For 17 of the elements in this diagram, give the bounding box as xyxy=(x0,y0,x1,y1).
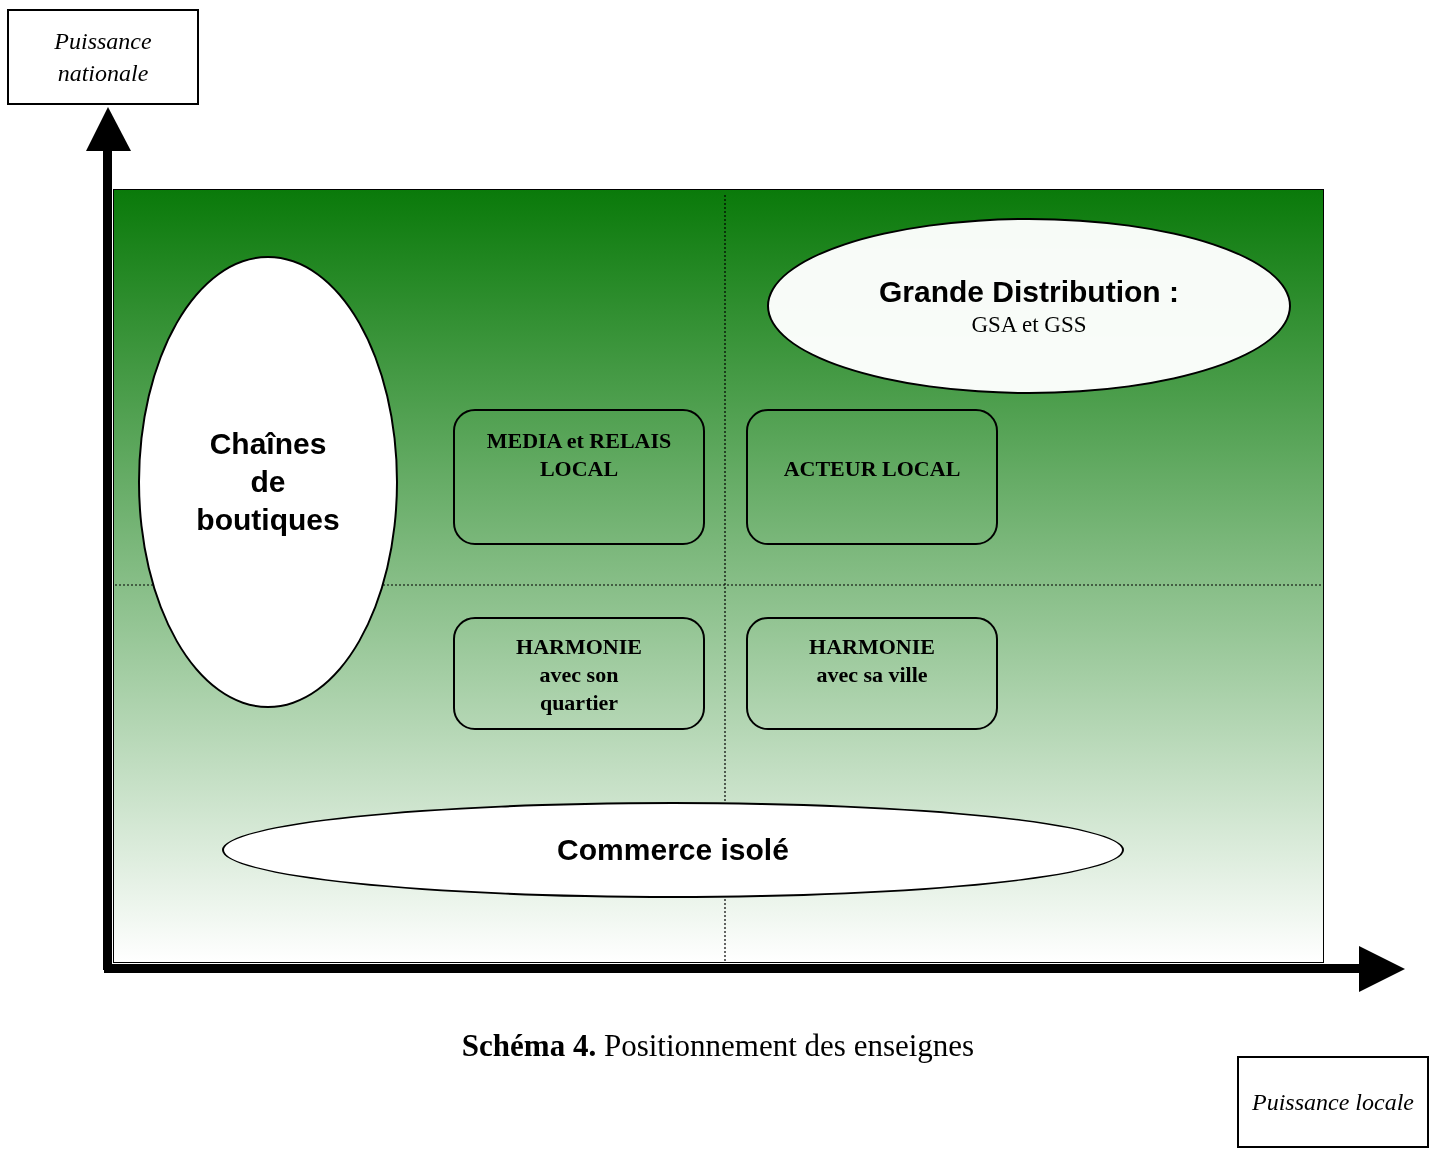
bubble-subtitle: GSA et GSS xyxy=(971,311,1087,339)
axis-label-box xyxy=(1237,1056,1429,1148)
box-label: MEDIA et RELAIS LOCAL xyxy=(485,427,673,483)
box-label: HARMONIE avec son quartier xyxy=(515,633,643,717)
rounded-box xyxy=(746,409,998,545)
axis-label: Puissance nationale xyxy=(53,27,153,88)
rounded-box xyxy=(453,409,705,545)
bubble-label: Commerce isolé xyxy=(557,832,789,868)
bubble-label: Chaînes de boutiques xyxy=(195,426,341,538)
box-label: ACTEUR LOCAL xyxy=(783,455,961,483)
rounded-box xyxy=(453,617,705,730)
axis-label: Puissance locale xyxy=(1252,1088,1414,1117)
rounded-box xyxy=(746,617,998,730)
axis-label-box xyxy=(7,9,199,105)
figure-caption: Schéma 4. Positionnement des enseignes xyxy=(460,1028,976,1064)
bubble-title: Grande Distribution : xyxy=(879,274,1179,310)
box-label: HARMONIE avec sa ville xyxy=(808,633,936,689)
